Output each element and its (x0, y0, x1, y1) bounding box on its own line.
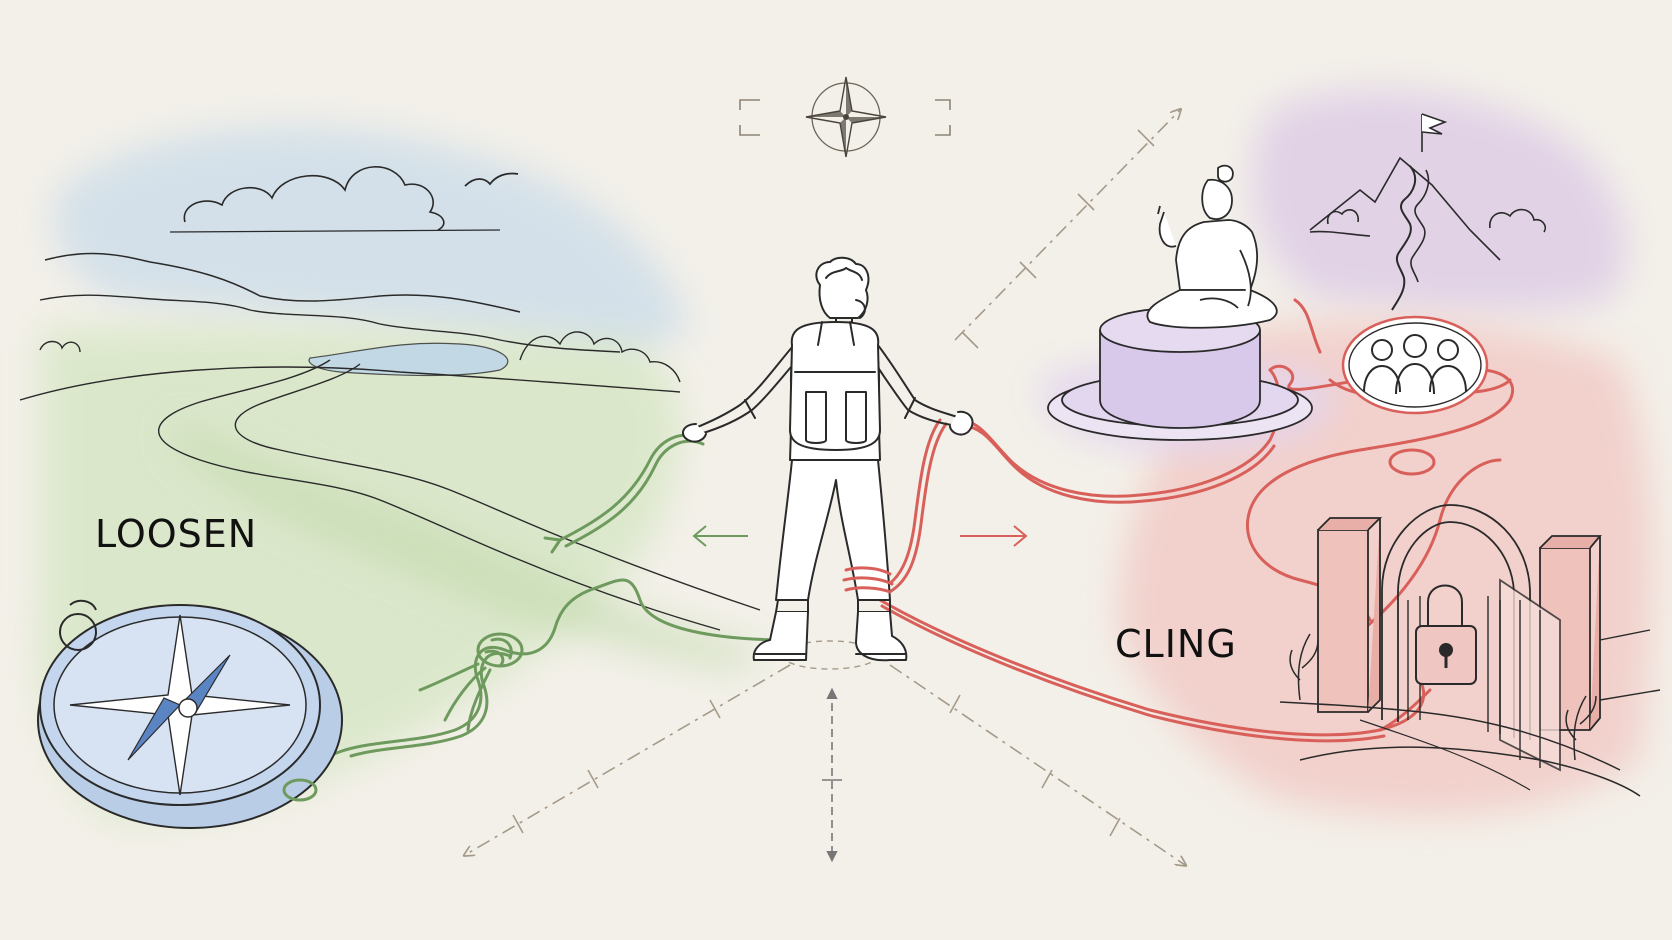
guide-lines (465, 110, 1185, 865)
right-purple-wash (1251, 89, 1627, 312)
hiker-figure (681, 256, 974, 662)
compass-rose-icon (739, 76, 951, 158)
winding-path-right-edge (234, 363, 761, 611)
left-sky-wash (53, 126, 691, 360)
guide-line-northeast (954, 110, 1180, 341)
guide-ticks (512, 129, 1155, 837)
rope-loop (1388, 448, 1436, 476)
mountain-ridge (44, 252, 521, 313)
plants (1279, 633, 1641, 797)
compass-icon (37, 599, 343, 829)
summit-flag-icon (1309, 113, 1547, 311)
gate (1317, 504, 1661, 772)
bushes (39, 331, 681, 383)
cling-rope (878, 298, 1514, 743)
cloud-icon (183, 166, 445, 231)
padlock-icon (1415, 584, 1477, 685)
ground-lines (1359, 719, 1531, 791)
compass-ring (59, 613, 97, 651)
guide-line-southeast (889, 664, 1185, 865)
backpack-icon (789, 321, 881, 451)
vertical-guide-arrow (781, 640, 879, 863)
arrow-right-red-icon (960, 525, 1028, 547)
cloud-line (169, 229, 501, 233)
meditating-figure-icon (1146, 164, 1278, 329)
bird-icon (464, 172, 519, 187)
path-wash (170, 420, 760, 670)
group-of-people-icon (1341, 315, 1489, 415)
left-landscape (19, 126, 761, 820)
winding-path-left-edge (158, 359, 721, 631)
pedestal (1047, 307, 1313, 441)
loosen-label: LOOSEN (95, 512, 258, 556)
mountain-ridge-2 (39, 294, 621, 353)
lake (308, 342, 509, 377)
horizon-line (19, 366, 681, 401)
cling-label: CLING (1115, 622, 1237, 666)
arrow-left-green-icon (692, 525, 748, 547)
guide-line-southwest (465, 664, 791, 855)
